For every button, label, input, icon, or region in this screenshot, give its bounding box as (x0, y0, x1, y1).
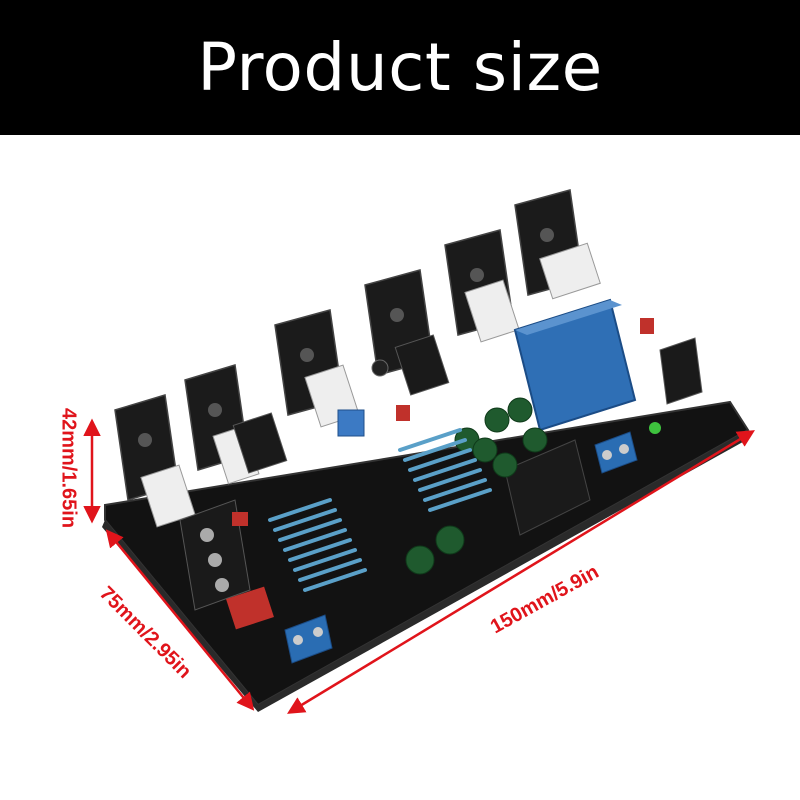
title-banner (0, 0, 800, 135)
trimmer (337, 409, 365, 437)
dimension-lines (83, 418, 755, 714)
banner-title: Product size (197, 29, 603, 106)
driver-transistor (232, 412, 288, 474)
height-dimension-label: 42mm/1.65in (57, 407, 80, 529)
width-arrow (105, 529, 255, 711)
relay (513, 298, 637, 432)
length-arrow (287, 430, 755, 714)
